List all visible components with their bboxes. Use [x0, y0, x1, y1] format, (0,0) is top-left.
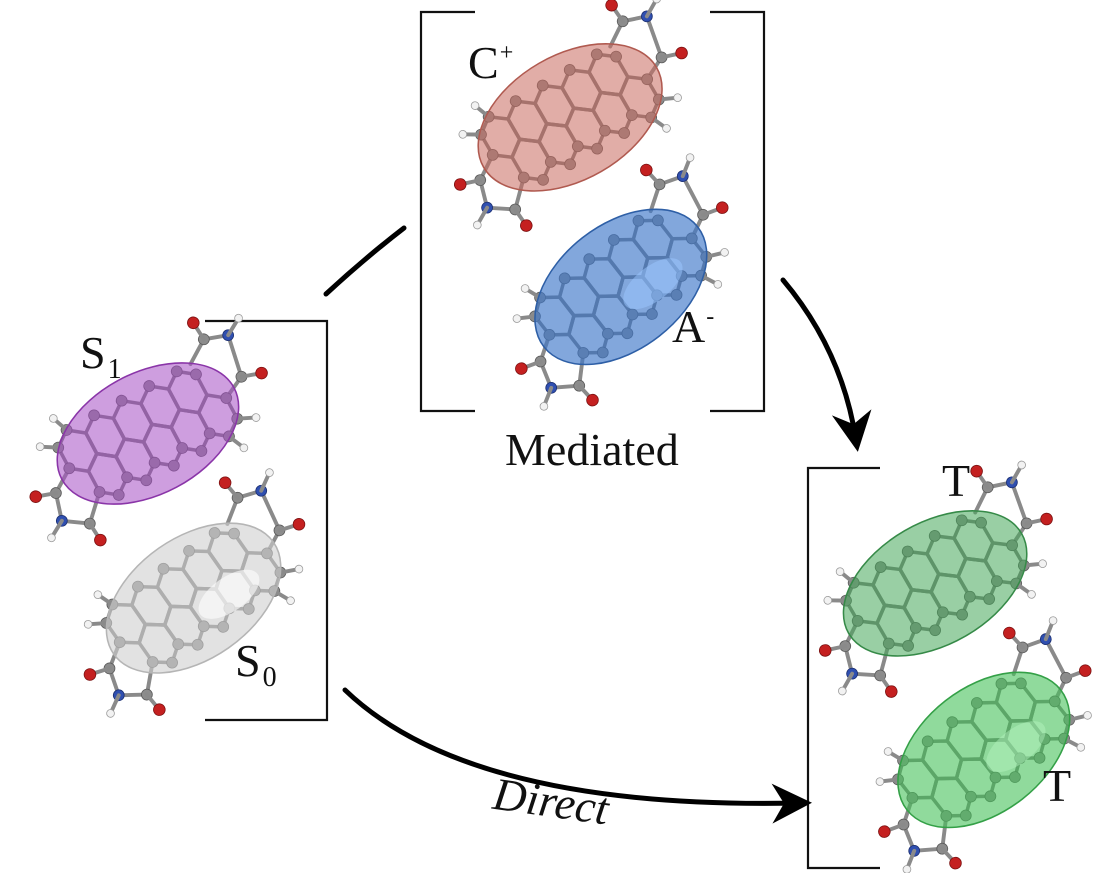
anion-molecule — [459, 135, 780, 436]
s1-molecule — [0, 294, 309, 569]
direct-label: Direct — [489, 768, 613, 835]
cation-label: C+ — [468, 37, 513, 88]
anion-orbital — [534, 208, 708, 366]
mediated-label: Mediated — [505, 424, 679, 475]
charge-transfer-pair: C+ A- Mediated — [407, 0, 780, 475]
triplet-bottom-orbital — [897, 671, 1071, 829]
singlet-pair: S1 S0 — [0, 294, 354, 743]
triplet-top-molecule — [772, 441, 1096, 722]
direct-arrow — [342, 687, 812, 824]
s0-molecule — [31, 449, 354, 743]
s0-label: S0 — [235, 635, 277, 693]
triplet-top-label: T — [942, 455, 970, 506]
mediated-arrow-out — [780, 277, 872, 452]
left-bracket — [205, 319, 329, 722]
top-right-bracket — [710, 10, 766, 413]
triplet-top-orbital — [842, 510, 1028, 657]
s1-orbital — [56, 362, 240, 505]
s1-label: S1 — [80, 327, 122, 385]
anion-label: A- — [672, 301, 714, 352]
triplet-pair: T T — [772, 441, 1117, 873]
cation-orbital — [477, 43, 663, 192]
top-left-bracket — [419, 10, 475, 413]
right-bracket — [806, 466, 880, 870]
mediated-arrow-in — [323, 225, 407, 297]
triplet-bottom-label: T — [1043, 760, 1071, 811]
cation-molecule — [407, 0, 731, 256]
triplet-bottom-molecule — [822, 598, 1117, 873]
